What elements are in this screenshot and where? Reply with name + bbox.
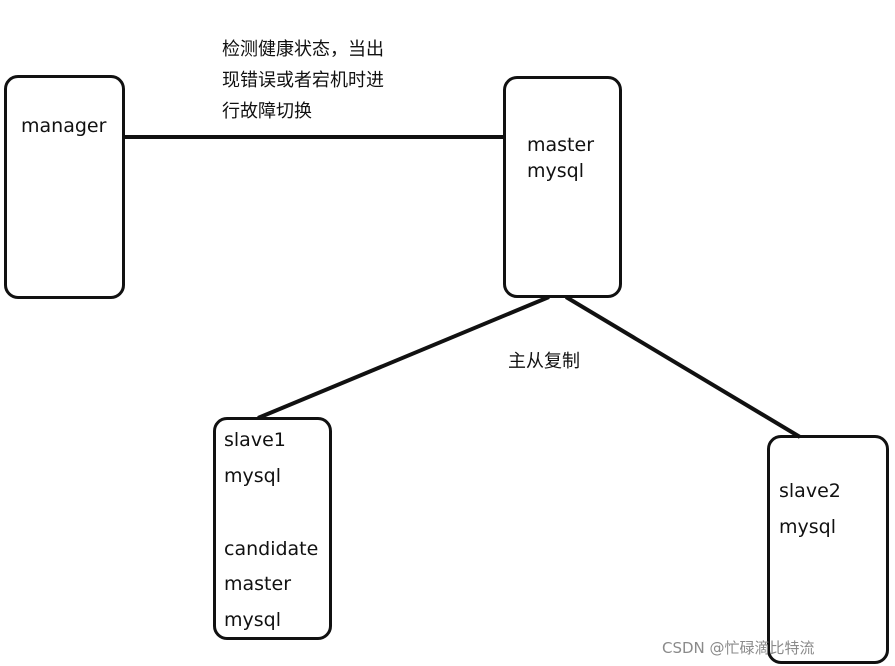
master-slave1-connector	[257, 295, 550, 420]
slave1-candidate-label: candidate	[224, 538, 319, 560]
manager-node: manager	[4, 75, 125, 299]
slave1-role-label: slave1	[224, 429, 286, 451]
slave1-candidate-role-label: master	[224, 573, 292, 595]
slave1-node: slave1 mysql candidate master mysql	[213, 417, 332, 640]
health-check-line: 现错误或者宕机时进	[222, 70, 384, 91]
csdn-watermark: CSDN @忙碌滴比特流	[662, 639, 815, 657]
master-db-label: mysql	[527, 160, 584, 182]
replication-annotation: 主从复制	[508, 351, 580, 372]
health-check-line: 检测健康状态，当出	[222, 39, 384, 60]
slave2-role-label: slave2	[779, 480, 841, 502]
health-check-annotation: 检测健康状态，当出 现错误或者宕机时进 行故障切换	[222, 34, 384, 127]
slave1-db-label: mysql	[224, 465, 281, 487]
slave1-candidate-db-label: mysql	[224, 609, 281, 631]
manager-label: manager	[21, 115, 107, 137]
slave2-db-label: mysql	[779, 516, 836, 538]
slave2-node: slave2 mysql	[767, 435, 889, 664]
master-node: master mysql	[503, 76, 622, 298]
master-slave2-connector	[564, 295, 802, 439]
master-role-label: master	[527, 134, 595, 156]
health-check-line: 行故障切换	[222, 101, 312, 122]
